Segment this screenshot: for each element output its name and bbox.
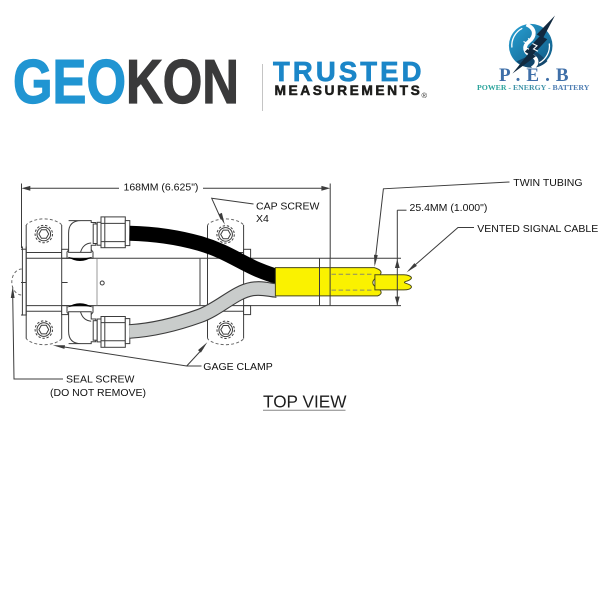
svg-text:X4: X4 <box>256 213 269 225</box>
svg-text:TOP VIEW: TOP VIEW <box>263 391 347 411</box>
svg-text:VENTED SIGNAL CABLE: VENTED SIGNAL CABLE <box>477 223 598 235</box>
svg-text:CAP SCREW: CAP SCREW <box>256 200 319 212</box>
svg-text:168MM (6.625"): 168MM (6.625") <box>124 182 199 194</box>
svg-text:GAGE CLAMP: GAGE CLAMP <box>203 361 272 373</box>
svg-text:25.4MM (1.000"): 25.4MM (1.000") <box>410 202 488 214</box>
svg-text:SEAL SCREW: SEAL SCREW <box>66 374 135 386</box>
svg-text:(DO NOT REMOVE): (DO NOT REMOVE) <box>50 387 146 399</box>
svg-text:TWIN TUBING: TWIN TUBING <box>513 177 582 189</box>
